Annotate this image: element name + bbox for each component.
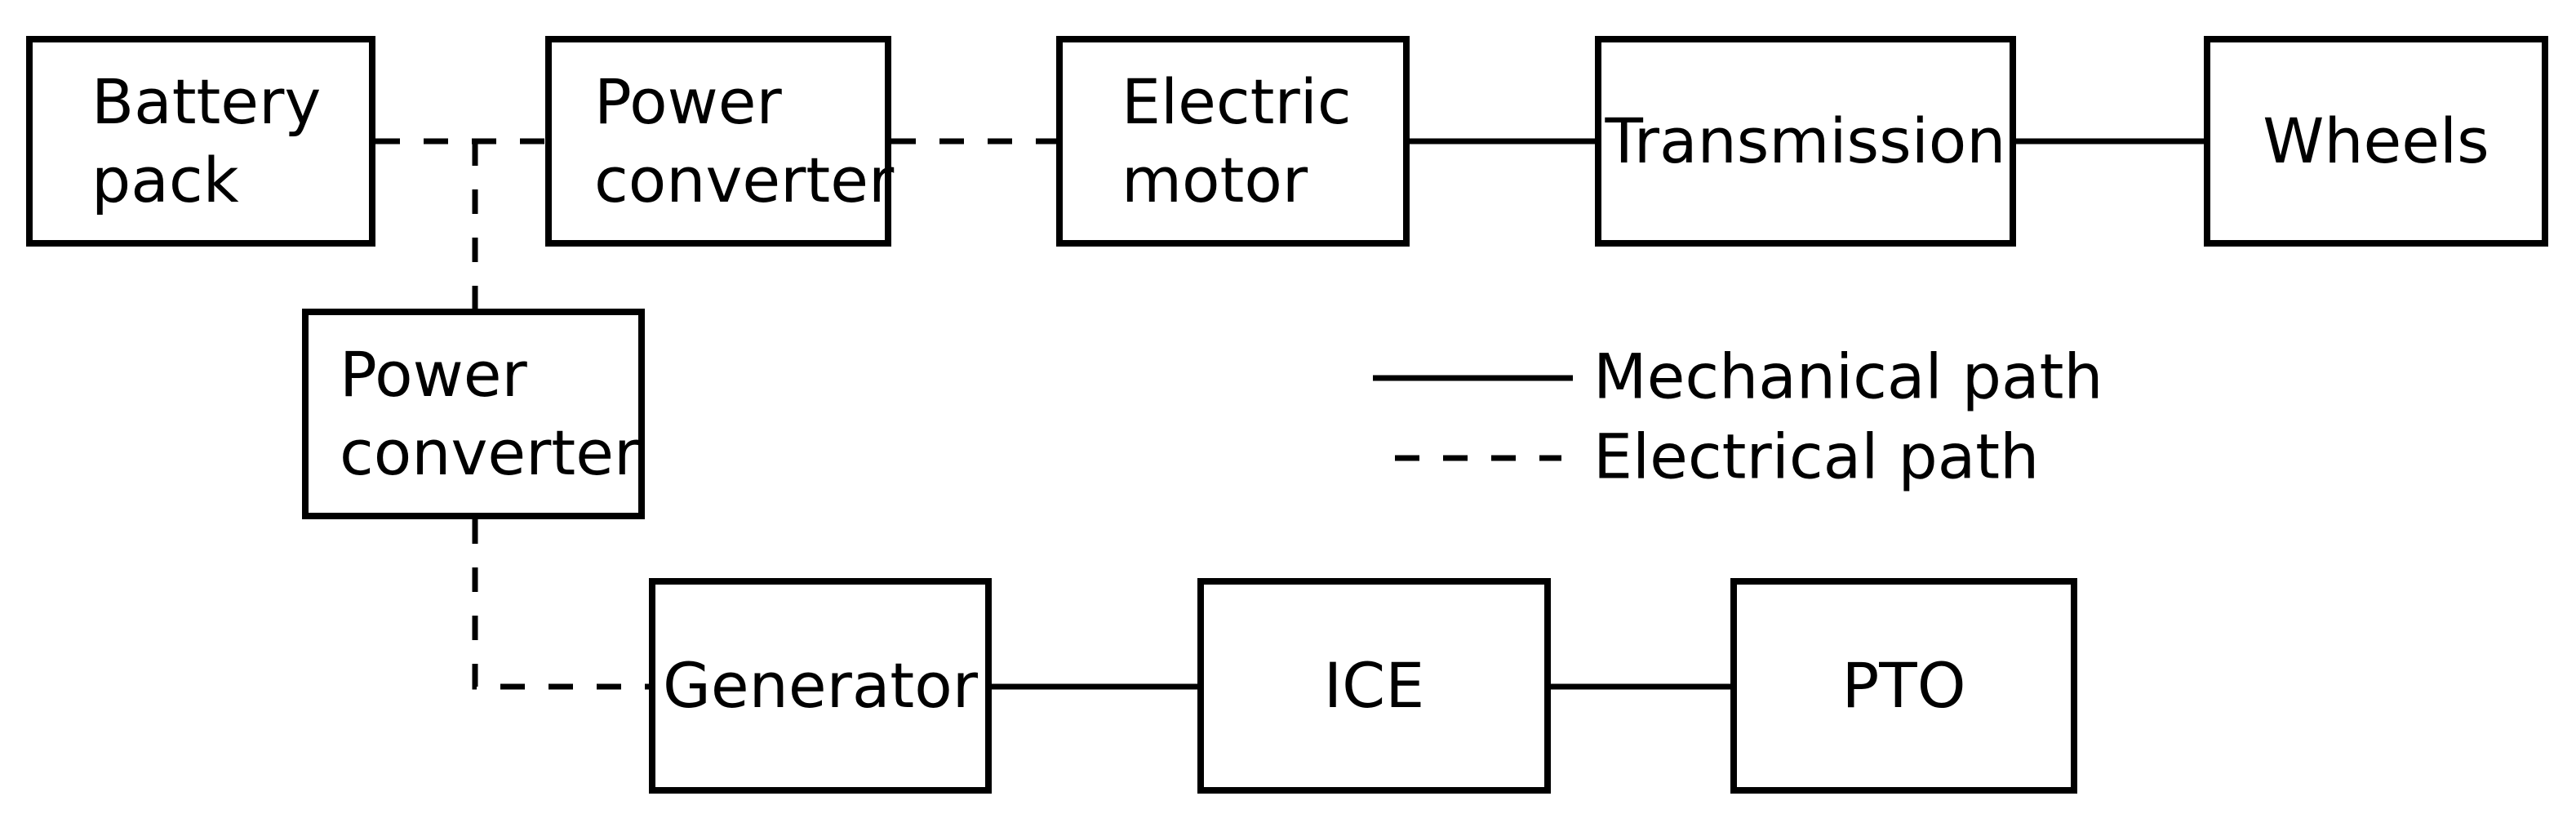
node-power-converter-mid: Power converter <box>302 309 645 519</box>
node-power-converter-mid-label-line2: converter <box>340 416 640 489</box>
node-pto-label: PTO <box>1841 649 1966 722</box>
node-ice-label: ICE <box>1323 649 1425 722</box>
node-battery-pack-label-line1: Battery <box>91 65 322 138</box>
node-power-converter-top-label-line1: Power <box>594 65 782 138</box>
node-electric-motor-label-line1: Electric <box>1121 65 1352 138</box>
node-battery-pack: Battery pack <box>26 36 375 247</box>
node-transmission-label: Transmission <box>1605 105 2006 177</box>
node-ice: ICE <box>1197 578 1551 794</box>
node-transmission: Transmission <box>1595 36 2016 247</box>
node-pto: PTO <box>1730 578 2077 794</box>
node-electric-motor-label-line2: motor <box>1121 144 1308 216</box>
legend-electrical-path-label: Electrical path <box>1593 420 2040 493</box>
node-generator-label: Generator <box>663 649 978 722</box>
legend-mechanical-path-label: Mechanical path <box>1593 340 2103 413</box>
node-electric-motor: Electric motor <box>1056 36 1410 247</box>
node-battery-pack-label-line2: pack <box>91 144 239 216</box>
node-generator: Generator <box>649 578 992 794</box>
node-power-converter-top: Power converter <box>545 36 895 247</box>
node-wheels-label: Wheels <box>2263 105 2489 177</box>
node-wheels: Wheels <box>2204 36 2548 247</box>
edge-mid-power-converter-to-generator-electrical <box>472 519 649 690</box>
node-power-converter-mid-label-line1: Power <box>340 338 527 411</box>
node-power-converter-top-label-line2: converter <box>594 144 895 216</box>
